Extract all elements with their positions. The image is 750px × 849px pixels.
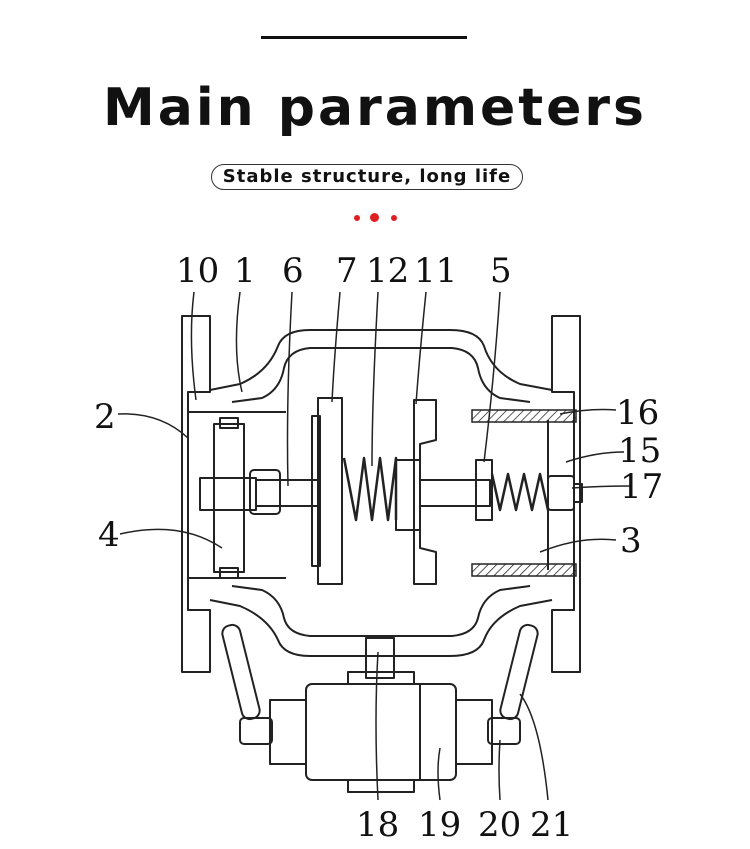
part-17-spring	[490, 472, 550, 512]
valve-body-top-inner	[231, 347, 531, 403]
leader-lines	[117, 291, 631, 801]
dot-left	[354, 215, 360, 221]
label-1: 1	[234, 251, 256, 291]
label-17: 17	[620, 467, 663, 507]
label-12: 12	[366, 251, 409, 291]
label-20: 20	[478, 805, 521, 845]
part-4-cross-plate	[213, 423, 245, 573]
label-11: 11	[414, 251, 457, 291]
subtitle-text: Stable structure, long life	[222, 166, 512, 187]
part-16-plate-top	[471, 409, 577, 423]
page-title: Main parameters	[102, 78, 647, 138]
dot-center	[370, 213, 379, 222]
valve-body-top	[209, 329, 553, 391]
part-7-disc	[317, 397, 343, 585]
label-21: 21	[530, 805, 573, 845]
dot-right	[391, 215, 397, 221]
part-11-disc	[413, 399, 437, 585]
label-5: 5	[490, 251, 512, 291]
subtitle-badge: Stable structure, long life	[211, 164, 523, 190]
label-6: 6	[282, 251, 304, 291]
label-10: 10	[176, 251, 219, 291]
label-2: 2	[94, 397, 116, 437]
label-3: 3	[620, 521, 642, 561]
part-20-handle-left	[221, 623, 261, 721]
label-18: 18	[356, 805, 399, 845]
label-4: 4	[98, 515, 120, 555]
valve-body-bottom	[209, 599, 553, 657]
label-7: 7	[336, 251, 358, 291]
decorative-dots	[354, 213, 398, 223]
left-flange	[181, 315, 211, 673]
valve-body-bottom-inner	[231, 585, 531, 637]
top-divider-bar	[261, 36, 467, 39]
part-12-spring	[342, 456, 398, 522]
part-19-ball-valve	[305, 683, 457, 781]
label-16: 16	[616, 393, 659, 433]
part-21-handle-right	[499, 623, 539, 721]
label-19: 19	[418, 805, 461, 845]
label-15: 15	[618, 431, 661, 471]
part-3-plate-bottom	[471, 563, 577, 577]
right-flange	[551, 315, 581, 673]
valve-cross-section-diagram: 10 1 6 7 12 11 5 2 16 15 17 4 3 18 19 20…	[94, 251, 663, 845]
